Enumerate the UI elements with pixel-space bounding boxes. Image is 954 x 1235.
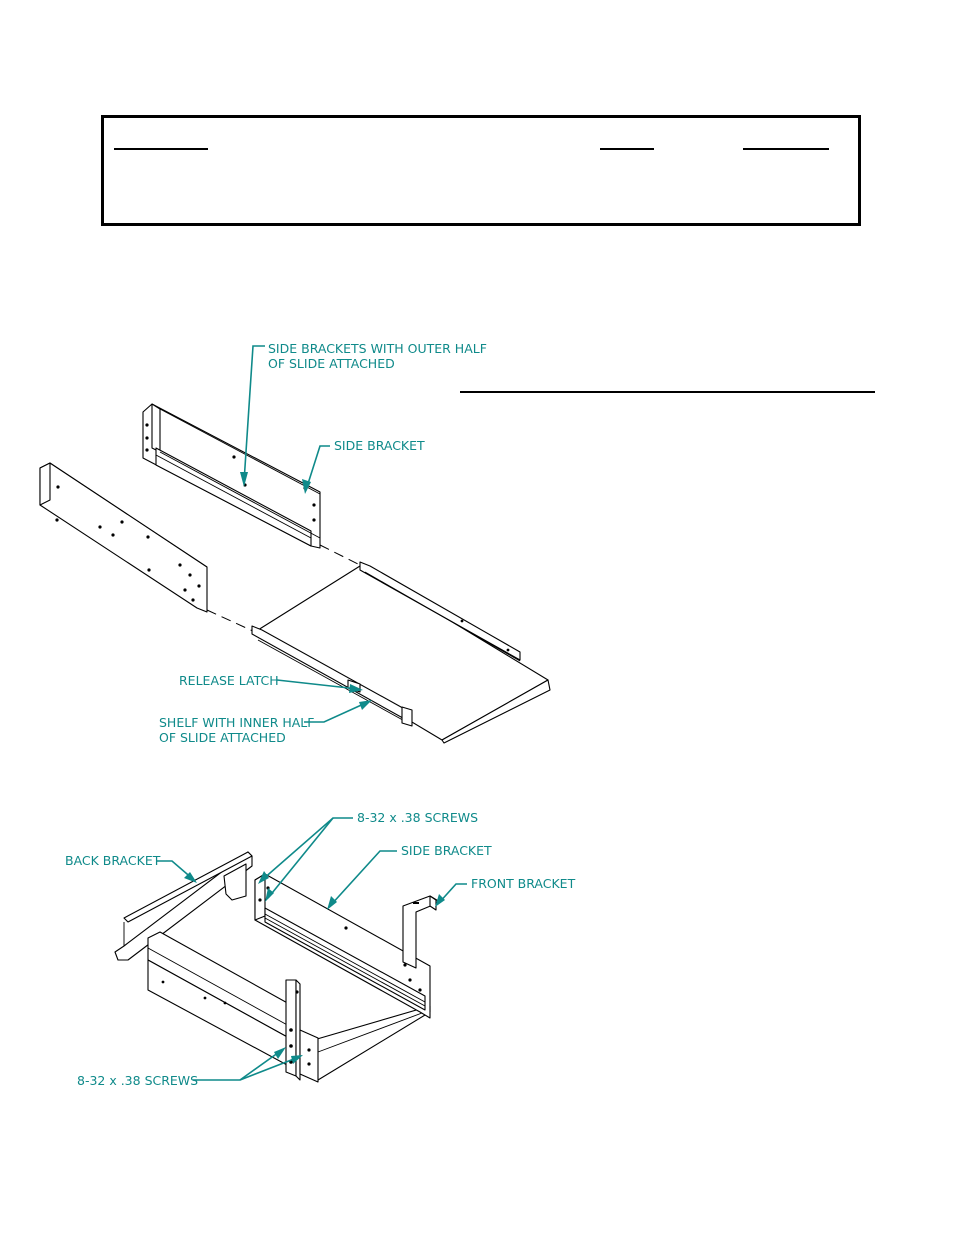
front-bracket-right [402,895,441,969]
callouts-bottom: 8-32 x .38 SCREWS BACK BRACKET SIDE BRAC… [65,810,576,1088]
label-side-bracket-top: SIDE BRACKET [334,438,425,453]
back-bracket [114,851,253,961]
label-screws-bottom: 8-32 x .38 SCREWS [77,1073,198,1088]
top-exploded-view [39,403,551,744]
label-shelf-inner-1: SHELF WITH INNER HALF [159,715,314,730]
front-bracket-left [285,979,319,1083]
side-bracket-upper [142,403,321,549]
section-rule [460,391,875,393]
shelf-with-inner-slide [251,561,551,744]
label-release-latch: RELEASE LATCH [179,673,279,688]
header-field-underline-2 [600,148,654,150]
side-bracket-lower [254,873,431,1019]
callouts-top: SIDE BRACKETS WITH OUTER HALF OF SLIDE A… [159,341,487,745]
side-bracket-left-plate [39,462,208,613]
label-shelf-inner-2: OF SLIDE ATTACHED [159,730,286,745]
label-side-bracket-bottom: SIDE BRACKET [401,843,492,858]
label-side-brackets-outer-1: SIDE BRACKETS WITH OUTER HALF [268,341,487,356]
header-box [101,115,861,226]
header-field-underline-3 [743,148,829,150]
label-back-bracket: BACK BRACKET [65,853,161,868]
header-field-underline-1 [114,148,208,150]
shelf-body [147,931,431,1081]
label-screws-top: 8-32 x .38 SCREWS [357,810,478,825]
bottom-assembled-view [114,851,441,1083]
label-side-brackets-outer-2: OF SLIDE ATTACHED [268,356,395,371]
label-front-bracket: FRONT BRACKET [471,876,576,891]
